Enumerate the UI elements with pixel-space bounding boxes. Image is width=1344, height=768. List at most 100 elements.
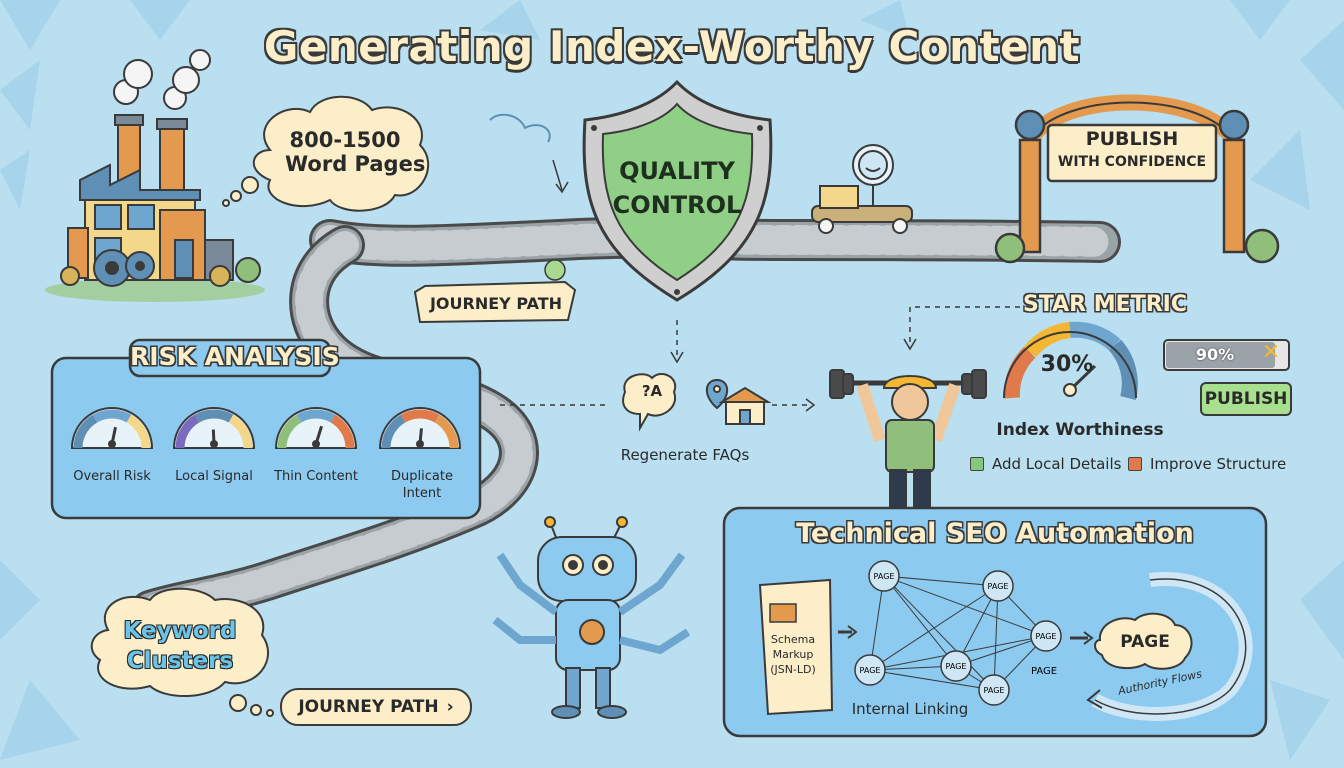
close-icon[interactable]: ✕ (1261, 340, 1281, 365)
shield-text: QUALITY CONTROL (600, 154, 754, 222)
technical-seo-heading: Technical SEO Automation (796, 518, 1194, 549)
legend-swatch-green (970, 457, 984, 471)
gauge-segment (277, 414, 302, 449)
gauge-duplicate-intent (378, 407, 462, 449)
page-node-4 (854, 654, 886, 686)
star-metric-value: 30% (1040, 352, 1094, 377)
page-node-1 (868, 560, 900, 592)
risk-gauges (70, 407, 462, 449)
gauge-segment (296, 409, 336, 423)
chevron-right-icon: › (446, 697, 454, 717)
word-pages-cloud (222, 95, 430, 212)
gauge-segment (228, 414, 253, 449)
robot-character (492, 516, 691, 719)
gauge-segment (175, 414, 200, 449)
page-node-label: PAGE (984, 686, 1005, 695)
star-metric-gauge (1003, 321, 1138, 400)
keyword-clusters-cloud (90, 587, 274, 717)
word-pages-label: Word Pages (285, 152, 426, 176)
link-edge (869, 585, 999, 671)
star-metric-bar-value: 90% (1195, 345, 1235, 364)
page-node-3 (1030, 620, 1062, 652)
dashed-connectors (500, 306, 1020, 412)
shield-line-1: QUALITY (619, 157, 735, 185)
publish-arch-line-2: WITH CONFIDENCE (1057, 154, 1207, 170)
gauge-segment (194, 409, 234, 423)
legend-swatch-orange (1128, 457, 1142, 471)
link-edge (955, 635, 1047, 667)
index-worthiness-label: Index Worthiness (996, 420, 1164, 440)
keyword-clusters-line-1: Keyword (123, 618, 237, 644)
gauge-local-signal (172, 407, 256, 449)
schema-markup-text: Schema Markup (JSN-LD) (760, 632, 826, 677)
star-metric-heading: STAR METRIC (1023, 292, 1187, 317)
publish-arch-line-1: PUBLISH (1085, 128, 1179, 150)
quality-control-shield (489, 79, 773, 302)
link-edge (883, 575, 995, 691)
gauge-segment (434, 414, 459, 449)
gauge-overall-risk (70, 407, 154, 449)
magnifier-cart (811, 144, 913, 234)
schema-line-1: Schema (770, 633, 816, 646)
publish-arch-sign: PUBLISH WITH CONFIDENCE (1048, 128, 1216, 170)
gauge-hub (416, 440, 424, 448)
gauge-label-local-signal: Local Signal (175, 469, 253, 484)
page-node-5 (940, 650, 972, 682)
star-metric-bar (1163, 339, 1290, 371)
schema-line-3: (JSN-LD) (770, 663, 816, 676)
page-title: Generating Index-Worthy Content (263, 22, 1081, 71)
legend-label-improve-structure: Improve Structure (1150, 455, 1287, 473)
page-node-label: PAGE (860, 666, 881, 675)
page-node-label: PAGE (946, 662, 967, 671)
journey-banner-top-text: JOURNEY PATH (429, 294, 563, 313)
gauge-label-overall-risk: Overall Risk (73, 469, 151, 484)
legend-label-add-local-details: Add Local Details (992, 455, 1122, 473)
internal-linking-label: Internal Linking (851, 700, 969, 718)
link-edge (869, 575, 885, 671)
gauge-hub (108, 440, 116, 448)
keyword-clusters-line-2: Clusters (126, 648, 234, 674)
legend-improve-structure: Improve Structure (1128, 455, 1286, 473)
page-node-label: PAGE (874, 572, 895, 581)
hub-page-label: PAGE (1120, 632, 1170, 652)
internal-linking-graph: PAGE PAGE PAGE PAGE PAGE PAGE PAGE (854, 560, 1062, 706)
page-node-label-extra: PAGE (1031, 666, 1057, 677)
legend-add-local-details: Add Local Details (970, 455, 1121, 473)
gauge-segment (330, 414, 355, 449)
shield-line-2: CONTROL (612, 191, 742, 219)
page-node-6 (978, 674, 1010, 706)
risk-analysis-panel (50, 338, 482, 520)
factory-illustration (45, 49, 265, 302)
word-pages-range: 800-1500 (289, 128, 401, 152)
gauge-label-duplicate-intent: Duplicate Intent (391, 469, 453, 501)
word-pages-text: 800-1500 Word Pages (285, 128, 426, 176)
publish-button[interactable]: PUBLISH (1200, 382, 1292, 416)
risk-analysis-heading: RISK ANALYSIS (130, 342, 340, 371)
link-edge (869, 669, 995, 691)
link-edge (883, 575, 1047, 637)
gauge-thin-content (274, 407, 358, 449)
gauge-segment (400, 409, 440, 423)
gauge-segment (126, 414, 151, 449)
journey-path-button-label: JOURNEY PATH (298, 697, 439, 717)
link-edge (993, 585, 999, 691)
journey-path-button[interactable]: JOURNEY PATH › (280, 688, 472, 726)
regenerate-faqs-label: Regenerate FAQs (620, 446, 750, 464)
publish-arch (994, 94, 1280, 264)
gauge-label-thin-content: Thin Content (274, 469, 358, 484)
page-node-2 (982, 570, 1014, 602)
weightlifter-worker (829, 369, 987, 509)
regenerate-faq-icons (622, 373, 772, 432)
gauge-segment (92, 409, 132, 423)
link-edge (883, 575, 957, 667)
schema-line-2: Markup (772, 648, 814, 661)
gauge-segment (381, 414, 406, 449)
page-node-label: PAGE (1036, 632, 1057, 641)
gauge-hub (210, 440, 218, 448)
faq-icon-text: ?A (641, 382, 663, 400)
link-edge (883, 575, 999, 587)
gauge-hub (312, 440, 320, 448)
page-node-label: PAGE (988, 582, 1009, 591)
